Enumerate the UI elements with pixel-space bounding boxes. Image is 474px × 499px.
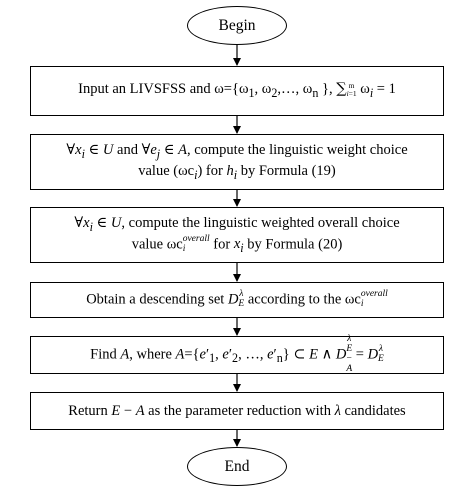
begin-terminal: Begin (187, 6, 287, 45)
step-overall-line-1: ∀xi ∈ U, compute the linguistic weighted… (74, 214, 400, 234)
step-return-line-1: Return E − A as the parameter reduction … (68, 402, 406, 419)
step-find-line-1: Find A, where A={e′1, e′2, …, e′n} ⊂ E ∧… (90, 334, 384, 374)
step-input-line-1: Input an LIVSFSS and ω={ω1, ω2,…, ωn }, … (78, 80, 396, 101)
step-find-a: Find A, where A={e′1, e′2, …, e′n} ⊂ E ∧… (30, 334, 444, 374)
step-input-livsfss: Input an LIVSFSS and ω={ω1, ω2,…, ωn }, … (30, 66, 444, 116)
step-weight-line-2: value (ωci) for hi by Formula (19) (138, 163, 336, 182)
step-weight-line-1: ∀xi ∈ U and ∀ej ∈ A, compute the linguis… (66, 141, 408, 161)
step-return-reduction: Return E − A as the parameter reduction … (30, 392, 444, 430)
step-weight-choice: ∀xi ∈ U and ∀ej ∈ A, compute the linguis… (30, 134, 444, 190)
step-overall-choice: ∀xi ∈ U, compute the linguistic weighted… (30, 207, 444, 263)
end-terminal: End (187, 447, 287, 486)
end-label: End (224, 457, 250, 475)
begin-label: Begin (218, 16, 256, 34)
